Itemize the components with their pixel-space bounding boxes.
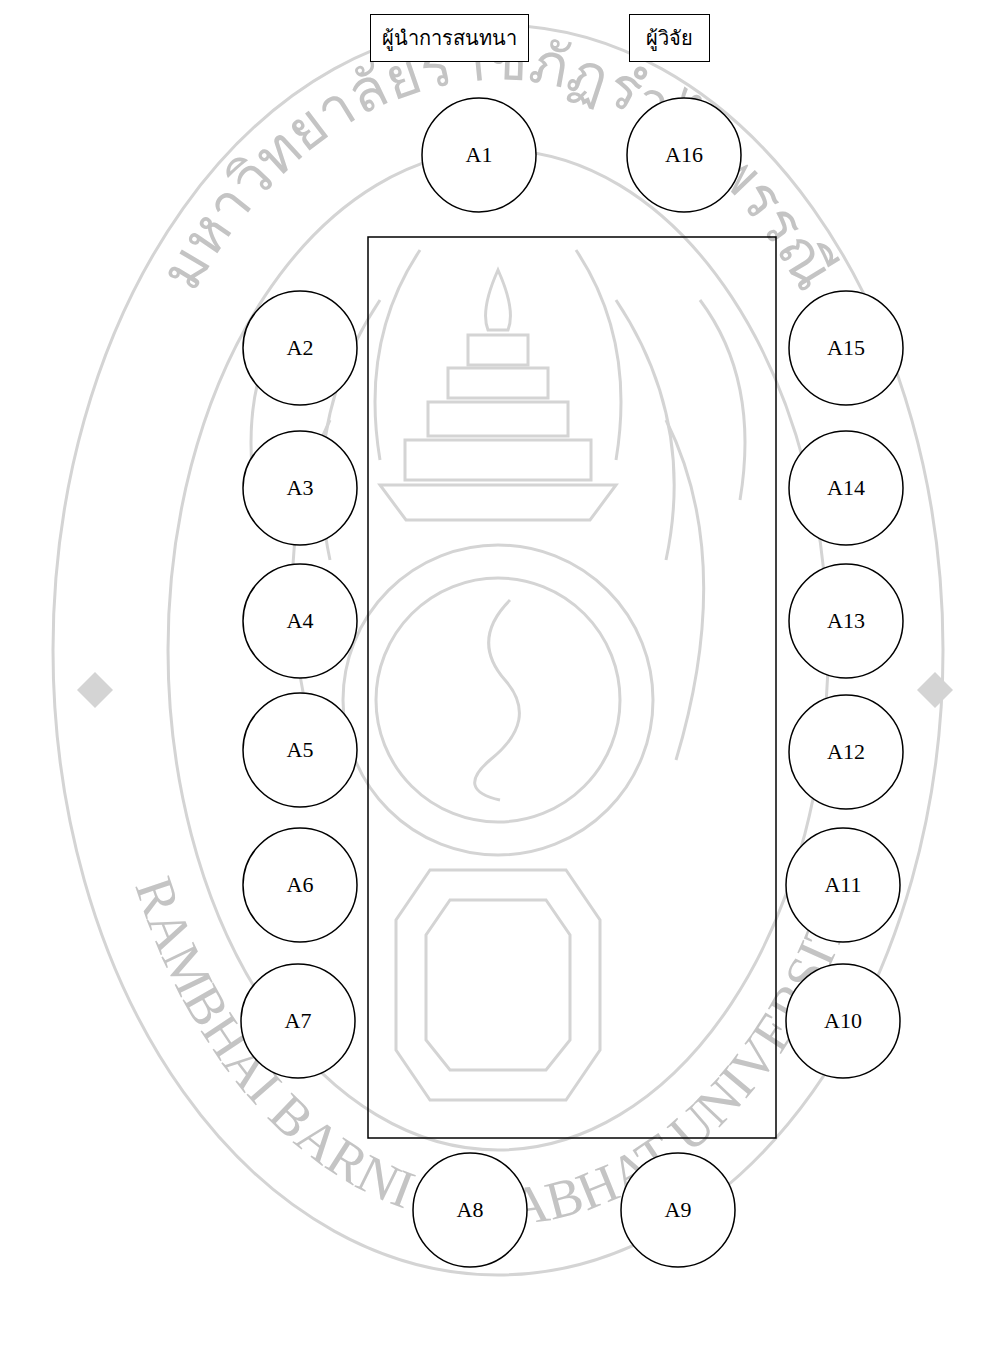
seat-label: A7 xyxy=(285,1008,312,1034)
seat-label: A6 xyxy=(287,872,314,898)
table-outline xyxy=(368,237,776,1138)
seat-circle: A9 xyxy=(620,1152,736,1268)
seat-label: A5 xyxy=(287,737,314,763)
seat-circle: A10 xyxy=(785,963,901,1079)
seat-circle: A5 xyxy=(242,692,358,808)
role-label: ผู้วิจัย xyxy=(646,22,693,54)
seat-circle: A8 xyxy=(412,1152,528,1268)
seat-circle: A12 xyxy=(788,694,904,810)
seat-circle: A6 xyxy=(242,827,358,943)
seat-circle: A7 xyxy=(240,963,356,1079)
seat-label: A4 xyxy=(287,608,314,634)
seat-circle: A15 xyxy=(788,290,904,406)
seat-circle: A14 xyxy=(788,430,904,546)
role-box: ผู้นำการสนทนา xyxy=(370,14,529,62)
seat-label: A2 xyxy=(287,335,314,361)
seat-label: A11 xyxy=(824,872,861,898)
seat-label: A15 xyxy=(827,335,865,361)
seat-circle: A13 xyxy=(788,563,904,679)
seat-circle: A11 xyxy=(785,827,901,943)
seal-outline xyxy=(53,25,943,1275)
role-label: ผู้นำการสนทนา xyxy=(382,22,517,54)
seat-circle: A16 xyxy=(626,97,742,213)
seat-label: A12 xyxy=(827,739,865,765)
seat-label: A8 xyxy=(457,1197,484,1223)
seat-circle: A1 xyxy=(421,97,537,213)
role-box: ผู้วิจัย xyxy=(629,14,710,62)
seat-label: A16 xyxy=(665,142,703,168)
seat-label: A9 xyxy=(665,1197,692,1223)
seat-circle: A2 xyxy=(242,290,358,406)
seat-label: A14 xyxy=(827,475,865,501)
seat-circle: A3 xyxy=(242,430,358,546)
seat-label: A10 xyxy=(824,1008,862,1034)
seat-label: A3 xyxy=(287,475,314,501)
seat-circle: A4 xyxy=(242,563,358,679)
seat-label: A1 xyxy=(466,142,493,168)
watermark-text: มหาวิทยาลัยราชภัฏรำไพพรรณี xyxy=(148,28,847,301)
seat-label: A13 xyxy=(827,608,865,634)
